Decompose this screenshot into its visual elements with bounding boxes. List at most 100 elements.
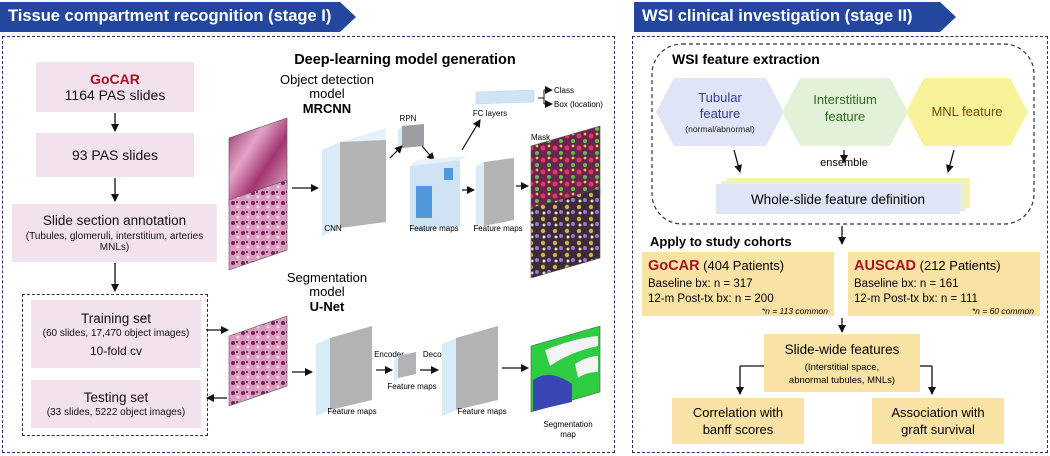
arrow-tubular-down xyxy=(733,149,743,173)
arrow-maps-to-fc xyxy=(461,119,481,151)
gocar-post: 12-m Post-tx bx: n = 200 xyxy=(648,293,774,305)
association-line1: Association with xyxy=(891,405,984,420)
cnn-label: CNN xyxy=(324,224,342,233)
gocar-source-box: GoCAR 1164 PAS slides xyxy=(36,62,194,112)
feature-maps-a-roi-1 xyxy=(416,186,432,218)
fc-output-branch xyxy=(538,90,545,99)
cnn-block-top xyxy=(340,128,386,142)
encoder-label: Encoder xyxy=(374,350,404,359)
pas93-box: 93 PAS slides xyxy=(36,133,194,177)
seg-map-line1: Segmentation xyxy=(543,420,592,429)
box-label: Box (location) xyxy=(554,100,603,109)
annotation-box: Slide section annotation (Tubules, glome… xyxy=(12,204,217,262)
feature-maps-d-label: Feature maps xyxy=(387,382,436,391)
rpn-block xyxy=(402,124,424,148)
slidewide-title: Slide-wide features xyxy=(785,342,900,357)
feature-maps-c-label: Feature maps xyxy=(327,407,376,416)
auscad-cohort-box xyxy=(848,252,1040,316)
stage2-panel xyxy=(632,36,1048,453)
stage2-banner-shape xyxy=(634,2,956,32)
od-model-line2: model xyxy=(309,86,345,101)
unet-encoder-side xyxy=(330,326,372,410)
gocar-common: *n = 113 common xyxy=(762,306,829,316)
gocar-cohort-title: GoCAR (404 Patients) xyxy=(648,258,784,274)
stage1-panel xyxy=(2,36,615,453)
feature-maps-a-depth xyxy=(410,156,466,166)
feature-maps-b-label: Feature maps xyxy=(473,224,522,233)
cnn-block-front xyxy=(322,142,340,236)
seg-map-line2: map xyxy=(560,430,576,439)
whole-slide-definition: Whole-slide feature definition xyxy=(751,192,925,207)
feature-maps-e-label: Feature maps xyxy=(457,407,506,416)
segmentation-map-region-white-2 xyxy=(575,356,598,378)
training-detail: (60 slides, 17,470 object images) xyxy=(42,327,190,339)
seg-model-line2: model xyxy=(309,284,345,299)
mnl-feature-hexagon xyxy=(906,78,1028,146)
testing-title: Testing set xyxy=(83,390,149,405)
feature-maps-a-label: Feature maps xyxy=(409,224,458,233)
segmentation-map-region-blue xyxy=(533,374,572,411)
rpn-block-face xyxy=(398,126,402,150)
arrow-mnl-down xyxy=(945,149,955,173)
stage1-banner-shape xyxy=(0,2,356,32)
auscad-cohort-name: AUSCAD xyxy=(854,258,916,274)
mask-label: Mask xyxy=(531,133,551,142)
feature-maps-b-front xyxy=(476,162,484,230)
gocar-cohort-name: GoCAR xyxy=(648,258,700,274)
mask-output-image-2 xyxy=(530,187,601,279)
fc-layers-label: FC layers xyxy=(473,109,507,118)
stage1-banner-text: Tissue compartment recognition (stage I) xyxy=(8,7,332,25)
feature-maps-b-side xyxy=(484,158,514,226)
gocar-baseline: Baseline bx: n = 317 xyxy=(648,278,753,290)
testing-detail: (33 slides, 5222 object images) xyxy=(46,407,186,418)
stage1-diagram: Deep-learning model generation Object de… xyxy=(111,52,603,439)
gocar-source-title: GoCAR xyxy=(90,71,140,87)
feature-maps-a-roi-2 xyxy=(444,168,453,180)
tubular-feature-hexagon xyxy=(656,78,784,146)
apply-title: Apply to study cohorts xyxy=(650,234,792,249)
slidewide-box xyxy=(764,334,920,392)
unet-bottleneck-front xyxy=(394,356,398,382)
correlation-line1: Correlation with xyxy=(693,405,783,420)
wsi-title: WSI feature extraction xyxy=(672,51,820,67)
association-line2: graft survival xyxy=(901,422,975,437)
arrow-rpn-to-maps xyxy=(421,145,435,161)
rpn-label: RPN xyxy=(400,114,417,123)
annotation-title: Slide section annotation xyxy=(42,213,187,228)
unet-encoder-front xyxy=(316,338,330,416)
stage2-diagram: WSI feature extraction Tubular feature (… xyxy=(642,43,1040,444)
segmentation-map-region-white xyxy=(545,336,598,366)
unet-decoder-side xyxy=(456,326,498,410)
interstitium-line1: Interstitium xyxy=(813,92,877,107)
tissue-image-bottom xyxy=(228,315,288,407)
tissue-image-top-2 xyxy=(228,179,288,271)
dl-title: Deep-learning model generation xyxy=(294,52,516,68)
testing-box: Testing set (33 slides, 5222 object imag… xyxy=(31,380,201,428)
training-box: Training set (60 slides, 17,470 object i… xyxy=(31,300,201,368)
seg-model-line1: Segmentation xyxy=(287,270,367,285)
auscad-common: *n = 60 common xyxy=(972,306,1034,316)
whole-slide-stack-1 xyxy=(716,184,960,214)
interstitium-line2: feature xyxy=(825,109,865,124)
unet-decoder-front xyxy=(442,338,456,416)
stage1-banner: Tissue compartment recognition (stage I) xyxy=(0,2,356,32)
auscad-baseline: Baseline bx: n = 161 xyxy=(854,278,959,290)
interstitium-feature-hexagon xyxy=(782,78,908,146)
train-test-group xyxy=(22,294,208,436)
auscad-cohort-patients: (212 Patients) xyxy=(916,258,1001,273)
seg-model-name: U-Net xyxy=(310,299,345,314)
arrow-cnn-to-rpn xyxy=(389,145,403,159)
gocar-source-slides: 1164 PAS slides xyxy=(64,87,166,103)
slidewide-detail1: (Interstitial space, xyxy=(805,362,879,373)
wsi-extraction-box xyxy=(651,43,1035,225)
decoder-label: Decoder xyxy=(423,350,454,359)
cnn-block-side xyxy=(340,140,386,228)
tubular-line1: Tubular xyxy=(698,90,742,105)
tubular-detail: (normal/abnormal) xyxy=(685,124,755,134)
stage2-banner-text: WSI clinical investigation (stage II) xyxy=(642,7,913,25)
ensemble-label: ensemble xyxy=(820,157,868,169)
pas93-text: 93 PAS slides xyxy=(71,147,159,163)
auscad-cohort-title: AUSCAD (212 Patients) xyxy=(854,258,1001,274)
mnl-feature: MNL feature xyxy=(931,104,1002,119)
stage2-banner: WSI clinical investigation (stage II) xyxy=(634,2,956,32)
